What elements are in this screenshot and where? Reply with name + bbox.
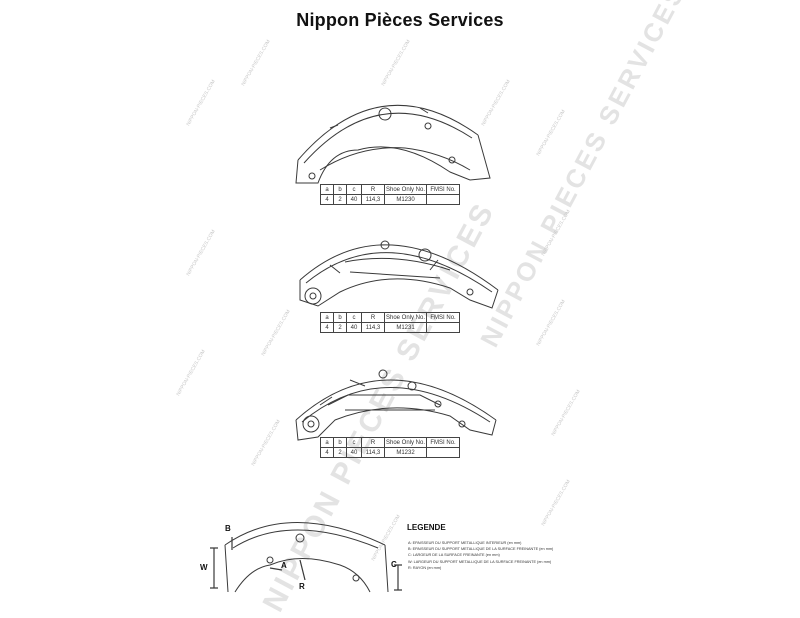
table-cell: 114,3 <box>361 194 385 205</box>
table-row: 4 2 40 114,3 M1232 <box>320 447 461 458</box>
dimension-label-r: R <box>299 582 305 591</box>
table-row: 4 2 40 114,3 M1230 <box>320 194 461 205</box>
spec-table-3: a b c R Shoe Only No. FMSI No. 4 2 40 11… <box>320 437 461 458</box>
page-title: Nippon Pièces Services <box>296 10 504 30</box>
spec-table-2: a b c R Shoe Only No. FMSI No. 4 2 40 11… <box>320 312 461 333</box>
legend-item: W: LARGEUR DU SUPPORT METALLIQUE DE LA S… <box>408 559 552 564</box>
table-cell: 114,3 <box>361 322 385 333</box>
column-header: R <box>361 184 385 195</box>
dimension-label-c: C <box>391 560 397 569</box>
column-header: b <box>333 437 347 448</box>
table-cell: 2 <box>333 447 347 458</box>
column-header: FMSI No. <box>426 184 461 195</box>
legend-shoe-drawing <box>210 522 402 593</box>
column-header: c <box>346 184 362 195</box>
column-header: a <box>320 184 334 195</box>
table-cell: 40 <box>346 194 362 205</box>
column-header: c <box>346 437 362 448</box>
dimension-label-w: W <box>200 563 208 572</box>
column-header: b <box>333 184 347 195</box>
table-cell <box>426 322 461 333</box>
column-header: Shoe Only No. <box>383 437 428 448</box>
column-header: b <box>333 312 347 323</box>
brake-shoe-drawing-2 <box>299 240 499 309</box>
table-cell: 2 <box>333 194 347 205</box>
column-header: FMSI No. <box>426 437 461 448</box>
table-header-row: a b c R Shoe Only No. FMSI No. <box>320 184 461 195</box>
brake-shoe-drawings <box>210 104 499 593</box>
column-header: a <box>320 312 334 323</box>
column-header: c <box>346 312 362 323</box>
table-cell: 4 <box>320 447 334 458</box>
table-cell <box>426 447 461 458</box>
legend-item: B: EPAISSEUR DU SUPPORT METALLIQUE DE LA… <box>408 547 554 552</box>
legend-item: R: RAYON (en mm) <box>408 565 442 570</box>
column-header: R <box>361 437 385 448</box>
table-cell: 40 <box>346 447 362 458</box>
column-header: Shoe Only No. <box>383 312 428 323</box>
legend-item: C: LARGEUR DE LA SURFACE FREINANTE (en m… <box>408 553 500 558</box>
column-header: a <box>320 437 334 448</box>
dimension-label-b: B <box>225 524 231 533</box>
table-cell <box>426 194 461 205</box>
table-cell: 4 <box>320 322 334 333</box>
table-cell: M1230 <box>383 194 428 205</box>
table-cell: 2 <box>333 322 347 333</box>
legend-item: A: EPAISSEUR DU SUPPORT METALLIQUE INTER… <box>408 541 522 545</box>
table-header-row: a b c R Shoe Only No. FMSI No. <box>320 437 461 448</box>
brake-shoe-drawing-3 <box>295 369 497 441</box>
table-row: 4 2 40 114,3 M1231 <box>320 322 461 333</box>
legend-title: LEGENDE <box>407 523 446 532</box>
brake-shoe-drawing-1 <box>295 104 491 184</box>
table-header-row: a b c R Shoe Only No. FMSI No. <box>320 312 461 323</box>
legend-list: A: EPAISSEUR DU SUPPORT METALLIQUE INTER… <box>408 540 553 571</box>
dimension-label-a: A <box>281 561 287 570</box>
column-header: Shoe Only No. <box>383 184 428 195</box>
column-header: FMSI No. <box>426 312 461 323</box>
table-cell: M1232 <box>383 447 428 458</box>
table-cell: 4 <box>320 194 334 205</box>
table-cell: M1231 <box>383 322 428 333</box>
spec-table-1: a b c R Shoe Only No. FMSI No. 4 2 40 11… <box>320 184 461 205</box>
table-cell: 40 <box>346 322 362 333</box>
column-header: R <box>361 312 385 323</box>
table-cell: 114,3 <box>361 447 385 458</box>
